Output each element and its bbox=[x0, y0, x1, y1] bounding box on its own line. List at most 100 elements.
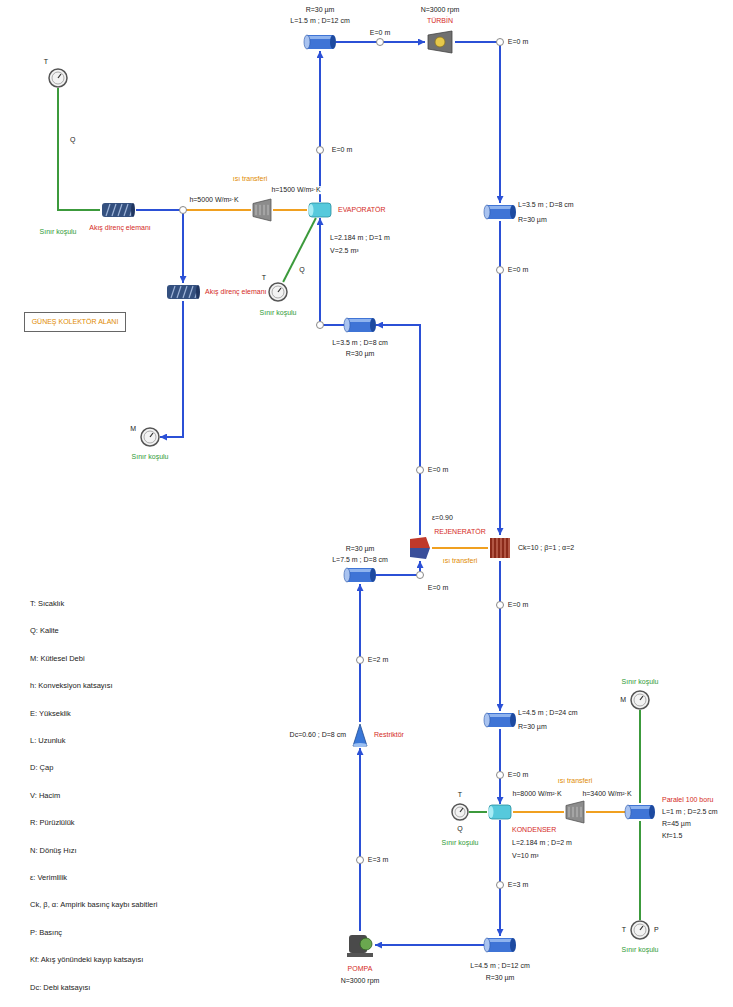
junction-dot bbox=[377, 39, 384, 46]
parameter-text: R=45 µm bbox=[662, 820, 691, 828]
edge-label: E=2 m bbox=[367, 656, 389, 664]
heat-exchanger-symbol-part-part bbox=[260, 205, 261, 215]
abbreviation-key: D: Çap bbox=[30, 764, 53, 772]
parameter-text: Kf=1.5 bbox=[662, 832, 682, 840]
junction-dot bbox=[317, 322, 324, 329]
regenerator-hot-side-symbol-part bbox=[490, 538, 510, 558]
pipe-symbol-part-part bbox=[487, 939, 513, 942]
turbine-symbol-part-part bbox=[428, 31, 452, 53]
boundary-label: Sınır koşulu bbox=[622, 678, 659, 686]
pipe-symbol-part-part bbox=[510, 938, 516, 952]
parameter-text: L=2.184 m ; D=2 m bbox=[512, 839, 572, 847]
pipe-symbol bbox=[304, 33, 336, 51]
boundary-condition-symbol-part-part bbox=[150, 433, 153, 437]
heat-exchanger-symbol-part-part bbox=[581, 807, 582, 817]
flow-line bbox=[375, 944, 484, 946]
component-name: TÜRBİN bbox=[427, 17, 453, 25]
pipe: R=30 µmL=7.5 m ; D=8 cm bbox=[344, 566, 376, 584]
junction-dot bbox=[180, 207, 187, 214]
regenerator-hot-side: Ck=10 ; β=1 ; α=2 bbox=[488, 535, 512, 561]
abbreviation-key: V: Hacim bbox=[30, 792, 60, 800]
flow-line bbox=[319, 51, 321, 202]
abbreviation-key: Q: Kalite bbox=[30, 627, 59, 635]
flow-line bbox=[455, 42, 500, 203]
boundary-condition-symbol-part-part bbox=[460, 808, 463, 812]
flow-resistance-symbol-part-part bbox=[189, 286, 193, 298]
evaporator: EVAPORATÖRL=2.184 m ; D=1 mV=2.5 m³ bbox=[307, 202, 333, 218]
heat-exchanger-symbol bbox=[251, 197, 273, 223]
restrictor-symbol-part bbox=[353, 724, 367, 747]
flow-line bbox=[499, 820, 501, 936]
pipe-symbol-part bbox=[484, 713, 516, 727]
boundary-label: Sınır koşulu bbox=[40, 228, 77, 236]
regenerator-hot-side-symbol bbox=[488, 535, 512, 561]
junction-dot bbox=[357, 857, 364, 864]
boundary-condition-symbol-part-part bbox=[272, 286, 284, 298]
pipe-symbol bbox=[344, 316, 376, 334]
regenerator-hot-side-symbol-part-part bbox=[493, 538, 494, 558]
boundary-condition-symbol-part-part bbox=[640, 926, 643, 930]
pipe-symbol-part bbox=[484, 205, 516, 219]
parameter-text: Q bbox=[457, 825, 462, 833]
boundary-condition-symbol-part-part bbox=[634, 924, 646, 936]
regenerator-hot-side-symbol-part-part bbox=[497, 538, 498, 558]
heat-exchanger-symbol-part-part bbox=[256, 205, 257, 215]
turbine: N=3000 rpmTÜRBİN bbox=[425, 29, 455, 55]
heat-exchanger-symbol-part-part bbox=[268, 205, 269, 215]
boundary-link bbox=[283, 218, 316, 282]
regenerator-cold-side-symbol bbox=[408, 535, 432, 561]
abbreviation-key: P: Basınç bbox=[30, 929, 62, 937]
pipe-symbol-part-part bbox=[307, 36, 333, 39]
boundary-label: Sınır koşulu bbox=[260, 309, 297, 317]
flow-resistance-symbol-part-part bbox=[171, 286, 175, 298]
restrictor-symbol-part-part bbox=[353, 724, 367, 746]
pump-symbol-part-part bbox=[360, 938, 372, 950]
junction-dot bbox=[497, 602, 504, 609]
flow-resistance-symbol-part-part bbox=[130, 204, 134, 216]
boundary-condition: MSınır koşulu bbox=[140, 427, 160, 447]
flow-resistance-symbol-part-part bbox=[195, 286, 199, 298]
pipe-symbol-part-part bbox=[484, 938, 490, 952]
parameter-text: R=30 µm bbox=[518, 216, 547, 224]
junction-dot bbox=[497, 772, 504, 779]
pipe-symbol bbox=[344, 566, 376, 584]
junction-dot bbox=[417, 467, 424, 474]
regenerator-hot-side-symbol-part-part bbox=[490, 538, 510, 558]
boundary-condition-symbol bbox=[268, 282, 288, 302]
parallel-pipe-symbol-part-part bbox=[628, 805, 652, 819]
abbreviation-key: R: Pürüzlülük bbox=[30, 819, 75, 827]
boundary-condition-symbol-part-part bbox=[49, 69, 67, 87]
edge-label: E=0 m bbox=[507, 771, 529, 779]
parameter-text: Dc=0.60 ; D=8 cm bbox=[290, 731, 346, 739]
flow-resistance-symbol-part bbox=[167, 285, 200, 299]
parameter-text: M bbox=[620, 696, 626, 704]
pipe-symbol-part-part bbox=[347, 319, 373, 322]
component-name: POMPA bbox=[348, 965, 373, 973]
junction-dot bbox=[497, 882, 504, 889]
flow-line bbox=[160, 301, 183, 437]
junction-group bbox=[180, 39, 504, 889]
pipe-symbol-part-part bbox=[370, 318, 376, 332]
connector-group bbox=[58, 42, 640, 945]
parameter-text: L=3.5 m ; D=8 cm bbox=[332, 339, 388, 347]
pipe-symbol-part-part bbox=[484, 713, 490, 727]
boundary-link bbox=[469, 811, 487, 813]
flow-resistance-symbol-part-part bbox=[196, 285, 200, 299]
pipe-symbol-part-part bbox=[344, 568, 350, 582]
parallel-pipe-symbol-part-part bbox=[628, 806, 652, 809]
parameter-text: N=3000 rpm bbox=[341, 977, 380, 985]
boundary-condition-symbol-part bbox=[49, 69, 67, 87]
flow-resistance: Akış direnç elemanı bbox=[165, 283, 201, 301]
heat-exchanger: ısı transferi bbox=[564, 799, 586, 825]
evaporator-symbol-part-part bbox=[309, 203, 331, 217]
pipe-symbol-part-part bbox=[510, 205, 516, 219]
boundary-label: Sınır koşulu bbox=[442, 839, 479, 847]
abbreviation-key: T: Sıcaklık bbox=[30, 600, 64, 608]
heat-exchanger-symbol-part-part bbox=[569, 807, 570, 817]
heat-exchanger: ısı transferi bbox=[251, 197, 273, 223]
boundary-condition-symbol-part-part bbox=[144, 431, 156, 443]
junction-dot bbox=[317, 147, 324, 154]
edge-label: E=3 m bbox=[367, 856, 389, 864]
parallel-pipe-symbol bbox=[625, 803, 655, 821]
pump-symbol bbox=[345, 931, 375, 959]
